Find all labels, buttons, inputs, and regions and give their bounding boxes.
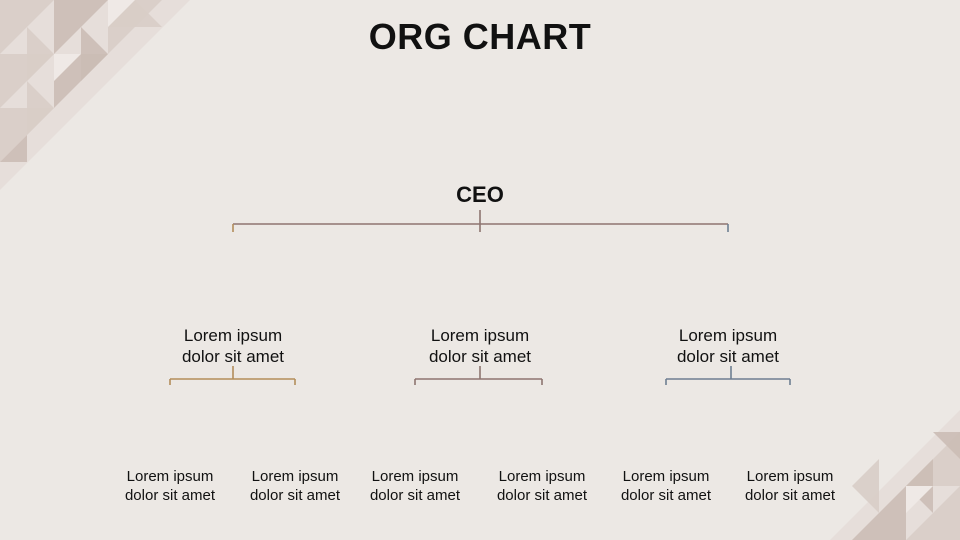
label-line: dolor sit amet (496, 487, 588, 504)
label-line: Lorem ipsum (126, 468, 214, 485)
department-head-2-label: Lorem ipsum dolor sit amet (380, 325, 580, 367)
label-line: dolor sit amet (249, 487, 341, 504)
label-line: dolor sit amet (620, 487, 712, 504)
label-line: Lorem ipsum (251, 468, 339, 485)
corner-pattern-bottom-right (830, 410, 960, 540)
label-line: Lorem ipsum (430, 326, 530, 345)
man-icon (277, 398, 313, 440)
woman-icon (152, 394, 188, 440)
ceo-label: CEO (456, 182, 504, 207)
woman-icon (211, 244, 255, 300)
man-icon (454, 95, 506, 156)
team-member-3-1-label: Lorem ipsum dolor sit amet (596, 467, 736, 505)
page-title: ORG CHART (368, 16, 592, 57)
team-member-3-2-label: Lorem ipsum dolor sit amet (720, 467, 860, 505)
label-line: Lorem ipsum (678, 326, 778, 345)
label-line: dolor sit amet (181, 347, 285, 366)
woman-icon (706, 244, 750, 300)
man-icon (524, 398, 560, 440)
label-line: dolor sit amet (369, 487, 461, 504)
label-line: Lorem ipsum (498, 468, 586, 485)
team-member-2-2-label: Lorem ipsum dolor sit amet (472, 467, 612, 505)
man-icon (458, 249, 502, 300)
label-line: Lorem ipsum (183, 326, 283, 345)
label-line: dolor sit amet (744, 487, 836, 504)
man-icon (772, 398, 808, 440)
label-line: dolor sit amet (428, 347, 532, 366)
team-member-1-2-label: Lorem ipsum dolor sit amet (225, 467, 365, 505)
team-member-1-1-label: Lorem ipsum dolor sit amet (100, 467, 240, 505)
department-head-1-label: Lorem ipsum dolor sit amet (133, 325, 333, 367)
man-icon (397, 398, 433, 440)
label-line: dolor sit amet (124, 487, 216, 504)
department-head-3-label: Lorem ipsum dolor sit amet (628, 325, 828, 367)
label-line: Lorem ipsum (371, 468, 459, 485)
label-line: dolor sit amet (676, 347, 780, 366)
woman-icon (648, 394, 684, 440)
label-line: Lorem ipsum (746, 468, 834, 485)
team-member-2-1-label: Lorem ipsum dolor sit amet (345, 467, 485, 505)
corner-pattern-top-left (0, 0, 190, 190)
label-line: Lorem ipsum (622, 468, 710, 485)
